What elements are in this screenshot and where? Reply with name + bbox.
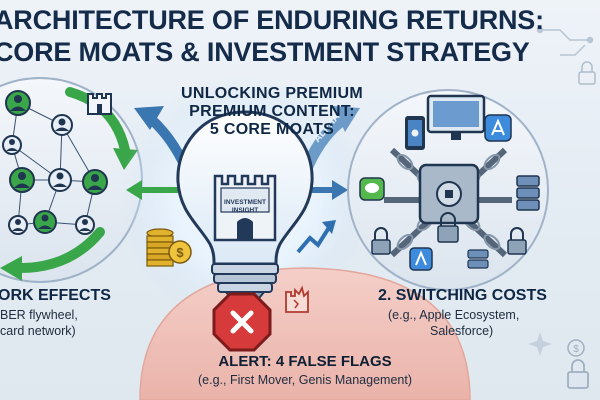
switching-costs-circle xyxy=(347,89,549,291)
server-icon xyxy=(516,175,540,211)
left-moat-sub2: card network) xyxy=(0,324,76,338)
title-line2: CORE MOATS & INVESTMENT STRATEGY xyxy=(0,37,530,67)
title-line1: ARCHITECTURE OF ENDURING RETURNS: xyxy=(0,5,544,35)
padlock-icon xyxy=(567,359,589,389)
castle-label-line1: INVESTMENT xyxy=(224,199,266,206)
padlock-icon xyxy=(578,61,596,85)
left-arrow-icon xyxy=(126,180,142,200)
user-icon xyxy=(9,167,35,193)
castle-label-line2: INSIGHT xyxy=(232,207,258,214)
right-moat-label: 2. SWITCHING COSTS xyxy=(378,287,547,304)
flywheel-arrow-icon xyxy=(15,227,105,273)
vault-icon xyxy=(418,163,480,225)
page-title: ARCHITECTURE OF ENDURING RETURNS: CORE M… xyxy=(0,4,600,68)
messages-icon xyxy=(359,177,385,201)
left-moat-label: ORK EFFECTS xyxy=(0,287,111,304)
phone-icon xyxy=(405,116,425,150)
center-line2: PREMIUM CONTENT: xyxy=(189,103,355,120)
broken-castle-icon xyxy=(285,285,309,313)
user-icon xyxy=(75,215,95,235)
dollar-coin-icon: $ xyxy=(168,240,192,264)
center-line1: UNLOCKING PREMIUM xyxy=(181,85,363,102)
trend-arrow-icon xyxy=(296,220,336,254)
app-store-icon xyxy=(484,114,512,142)
right-moat-sub2: Salesforce) xyxy=(430,324,494,338)
flywheel-arrowhead-icon xyxy=(0,256,22,281)
padlock-icon xyxy=(437,212,459,243)
svg-text:$: $ xyxy=(176,245,184,260)
user-icon xyxy=(51,114,73,136)
alert-sub: (e.g., First Mover, Genis Management) xyxy=(198,373,412,387)
center-line3: 5 CORE MOATS xyxy=(209,121,335,138)
padlock-icon xyxy=(507,227,527,255)
dollar-circle-icon: $ xyxy=(567,339,585,357)
sparkle-icon xyxy=(528,332,552,356)
padlock-icon xyxy=(371,227,391,255)
app-store-icon xyxy=(409,247,433,271)
coin-stack-icon xyxy=(146,228,174,267)
castle-icon xyxy=(87,93,112,115)
network-effects-circle xyxy=(0,77,143,283)
right-arrow-icon xyxy=(332,180,348,200)
right-moat-sub1: (e.g., Apple Ecosystem, xyxy=(388,308,520,322)
user-icon xyxy=(5,90,31,116)
investment-castle-icon xyxy=(213,174,277,242)
user-icon xyxy=(48,168,72,192)
alert-label: ALERT: 4 FALSE FLAGS xyxy=(218,353,392,370)
server-icon xyxy=(467,249,489,269)
svg-text:$: $ xyxy=(573,344,579,355)
user-icon xyxy=(8,215,28,235)
monitor-icon xyxy=(426,94,486,140)
false-flag-stop-icon xyxy=(212,292,272,352)
left-moat-sub1: BER flywheel, xyxy=(0,308,78,322)
user-icon xyxy=(82,169,108,195)
user-icon xyxy=(33,210,57,234)
user-icon xyxy=(2,135,22,155)
center-heading: UNLOCKING PREMIUM PREMIUM CONTENT: 5 COR… xyxy=(152,85,392,139)
circuit-decoration-icon xyxy=(536,26,594,56)
